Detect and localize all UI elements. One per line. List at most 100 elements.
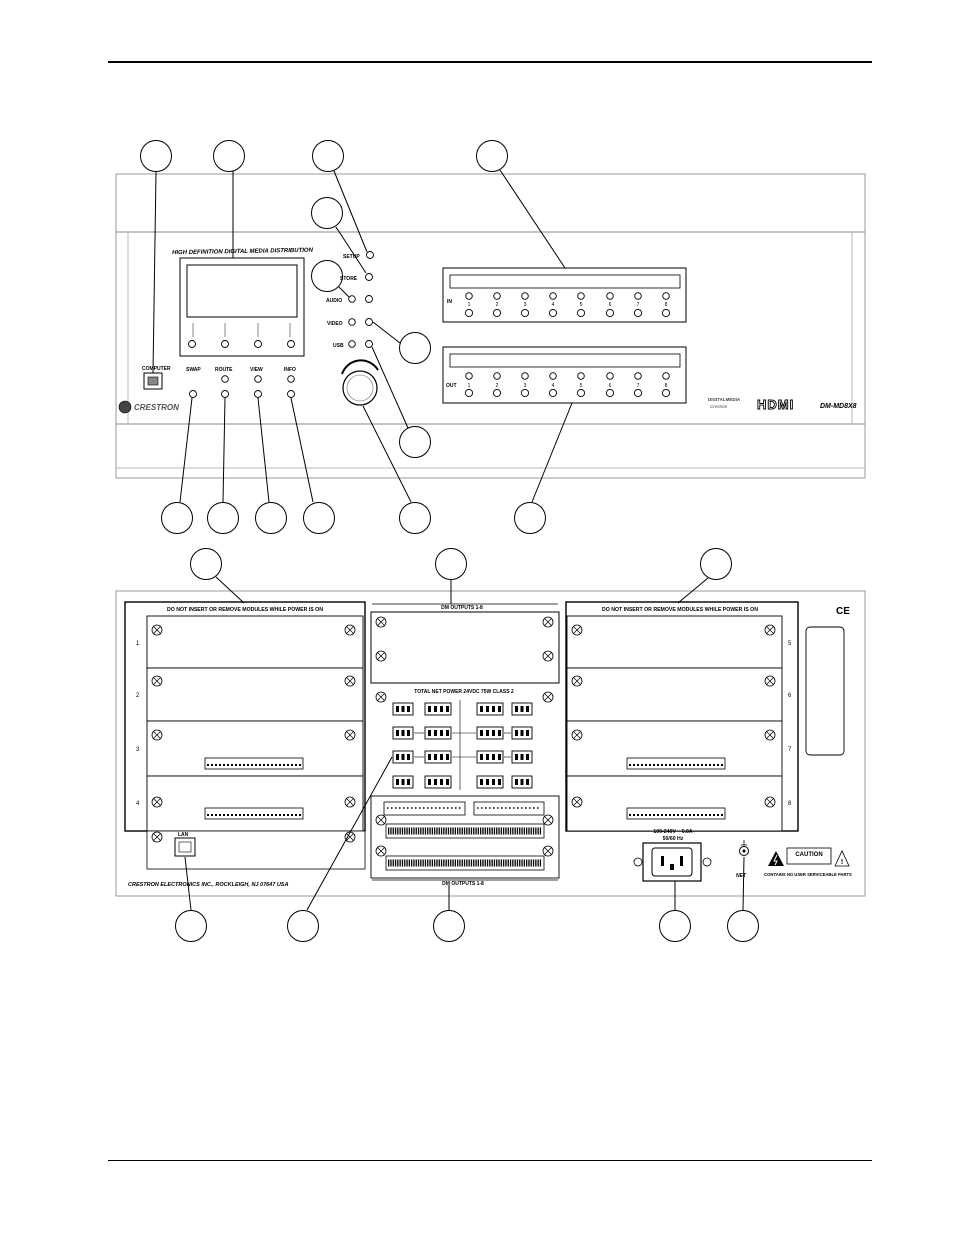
rear-callouts [175,548,759,942]
callout-circle [213,140,245,172]
usb-label: USB [333,343,344,349]
output-lcd [449,353,681,368]
callout-circle [727,910,759,942]
caution-label: CAUTION ! CONTAINS NO USER SERVICEABLE P… [764,847,852,877]
function-button-group: SWAP ROUTE VIEW INFO [186,367,296,398]
usb-button[interactable] [365,340,373,348]
output-button-7[interactable] [633,388,643,398]
lcd-screen [186,264,298,318]
input-button-2[interactable] [492,308,502,318]
selection-knob[interactable] [341,359,379,406]
soft-key-1[interactable] [188,340,196,348]
left-warning: DO NOT INSERT OR REMOVE MODULES WHILE PO… [167,607,323,613]
front-panel: HIGH DEFINITION DIGITAL MEDIA DISTRIBUTI… [115,173,866,479]
setup-label: SETUP [343,254,360,260]
rear-panel: DO NOT INSERT OR REMOVE MODULES WHILE PO… [115,590,866,897]
soft-key-4[interactable] [287,340,295,348]
store-button[interactable] [365,273,373,281]
soft-key-2[interactable] [221,340,229,348]
callout-circle [287,910,319,942]
output-button-1[interactable] [464,388,474,398]
input-button-8[interactable] [661,308,671,318]
soft-key-3[interactable] [254,340,262,348]
left-slots: 1 2 3 4 [136,615,364,832]
front-callouts [140,140,573,534]
route-label: ROUTE [215,367,233,373]
input-button-1[interactable] [464,308,474,318]
info-label: INFO [284,367,296,373]
input-led-5 [577,292,585,300]
callout-circle [514,502,546,534]
output-buttons: 1 2 3 4 5 6 7 8 [464,372,671,398]
input-number-2: 2 [496,302,499,308]
output-button-3[interactable] [520,388,530,398]
in-label: IN [447,299,452,305]
power-label-line-1: 100-240V ~ 6.0A [653,829,693,835]
video-button[interactable] [365,318,373,326]
footer-rule [108,1160,872,1161]
audio-button[interactable] [365,295,373,303]
label-plate [805,626,845,756]
route-led [221,375,229,383]
output-button-8[interactable] [661,388,671,398]
callout-circle [140,140,172,172]
input-number-6: 6 [609,302,612,308]
input-number-7: 7 [637,302,640,308]
callout-circle [700,548,732,580]
output-led-1 [465,372,473,380]
input-button-7[interactable] [633,308,643,318]
audio-label: AUDIO [326,298,342,304]
net-label: NET [736,873,747,879]
input-button-3[interactable] [520,308,530,318]
input-led-2 [493,292,501,300]
output-button-5[interactable] [576,388,586,398]
input-led-4 [549,292,557,300]
caution-footer: CONTAINS NO USER SERVICEABLE PARTS [764,872,852,877]
callout-circle [399,502,431,534]
slot-1 [146,615,364,669]
input-number-8: 8 [665,302,668,308]
output-button-2[interactable] [492,388,502,398]
input-led-6 [606,292,614,300]
input-button-5[interactable] [576,308,586,318]
slot-8 [566,775,783,832]
model-name: DM-MD8X8 [820,403,857,410]
ce-mark: CE [836,606,850,617]
callout-circle [175,910,207,942]
power-inlet[interactable] [633,842,712,882]
audio-led [348,295,356,303]
callout-circle [312,140,344,172]
swap-button[interactable] [189,390,197,398]
route-button[interactable] [221,390,229,398]
caution-title: CAUTION [795,852,822,858]
input-number-5: 5 [580,302,583,308]
output-number-4: 4 [552,383,555,389]
slot-6 [566,667,783,722]
input-buttons: 1 2 3 4 5 6 7 8 [464,292,671,318]
output-button-6[interactable] [605,388,615,398]
callout-circle [161,502,193,534]
right-warning: DO NOT INSERT OR REMOVE MODULES WHILE PO… [602,607,758,613]
dm-outputs-top: DM OUTPUTS 1-8 [441,605,483,611]
output-number-5: 5 [580,383,583,389]
output-number-6: 6 [609,383,612,389]
brand-text: CRESTRON [134,403,179,412]
callout-circle [311,260,343,292]
header-rule [108,61,872,63]
input-button-6[interactable] [605,308,615,318]
input-led-3 [521,292,529,300]
input-button-4[interactable] [548,308,558,318]
dm-logo-line-2: Crestron [710,404,728,409]
slot-2 [146,667,364,722]
callout-circle [435,548,467,580]
video-label: VIDEO [327,321,343,327]
output-button-4[interactable] [548,388,558,398]
info-button[interactable] [287,390,295,398]
right-slots: 5 6 7 8 [566,615,792,832]
slot-5 [566,615,783,669]
ground-lug[interactable] [739,840,749,856]
setup-button[interactable] [366,251,374,259]
input-number-3: 3 [524,302,527,308]
input-led-7 [634,292,642,300]
view-button[interactable] [254,390,262,398]
